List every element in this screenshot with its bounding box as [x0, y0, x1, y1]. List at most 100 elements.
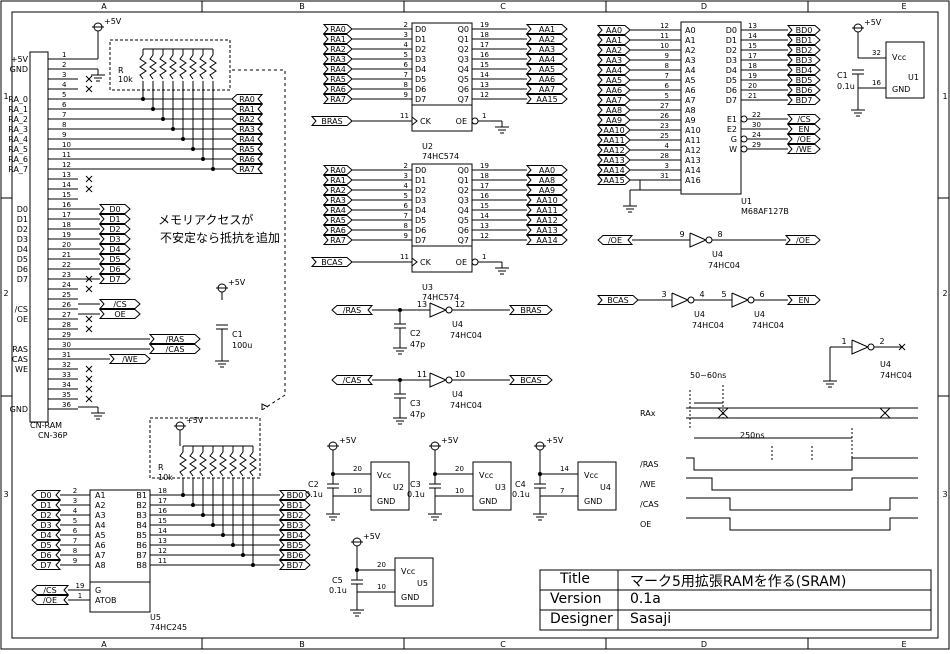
d-flag-text: D0	[109, 205, 120, 214]
designer-row: Designer Sasaji	[540, 610, 931, 630]
u3-q-label: Q1	[458, 176, 469, 185]
d-flag-text: D7	[109, 275, 120, 284]
ra-junction	[171, 127, 175, 131]
u3-out-flag	[525, 235, 568, 245]
d-flag	[98, 204, 131, 214]
u1-a-label: A5	[685, 76, 696, 85]
u3-in-flag-text: RA2	[330, 186, 346, 195]
inv-cas-cap-name: C3	[410, 399, 421, 408]
u1-in-flag	[596, 135, 631, 145]
inv-ras-part: 74HC04	[450, 331, 482, 340]
inv-oe-in	[597, 235, 634, 245]
u5-b-label: B2	[136, 501, 147, 510]
connector-pin-number: 29	[62, 331, 71, 339]
u2-in-pin: 7	[404, 71, 408, 79]
inv-oe-out-text: /OE	[796, 236, 810, 245]
connector-pin-number: 23	[62, 271, 71, 279]
u2-in-flag	[322, 64, 353, 74]
column-marker-bottom: D	[701, 640, 707, 649]
u5-a-flag-text: D6	[40, 551, 51, 560]
ra-flag-text: RA3	[239, 125, 255, 134]
connector-pin-number: 36	[62, 401, 71, 409]
u3-in-flag	[322, 175, 353, 185]
u2-out-flag	[525, 44, 568, 54]
cas-flag	[148, 344, 201, 354]
u3-out-flag-text: AA14	[536, 236, 557, 245]
no-connect	[85, 75, 93, 83]
ra-flag	[231, 104, 264, 114]
pwr-u4-name: U4	[600, 483, 611, 492]
d-flag	[98, 224, 131, 234]
u2-q-label: Q6	[458, 85, 469, 94]
pwr-u5-box	[394, 557, 434, 607]
u1-in-flag-text: AA10	[603, 126, 624, 135]
u5-a-pin: 2	[73, 487, 77, 495]
u5-a-flag	[31, 540, 62, 550]
u2-d-label: D7	[415, 95, 426, 104]
pwr-u2-name: U2	[393, 483, 404, 492]
u1-a-label: A3	[685, 56, 696, 65]
ra-junction	[151, 107, 155, 111]
u5-b-flag	[278, 500, 311, 510]
no-connect	[85, 385, 93, 393]
inv-ras-inv-pin-out: 12	[455, 300, 465, 309]
connector-pin-label: D1	[17, 215, 28, 224]
connector-pin-number: 32	[62, 361, 71, 369]
note-line-2: 不安定なら抵抗を追加	[160, 230, 280, 245]
connector-pin-label: D4	[17, 245, 28, 254]
u1-ctrl-flag-text: /WE	[796, 145, 812, 154]
u5-a-label: A6	[95, 541, 106, 550]
column-marker-top: A	[101, 2, 107, 11]
d-flag	[98, 264, 131, 274]
timing-signal-label: OE	[640, 520, 651, 529]
u3-d-label: D1	[415, 176, 426, 185]
u3-d-label: D5	[415, 216, 426, 225]
resistor-top-name: R	[118, 66, 124, 75]
u3-in-flag-text: RA6	[330, 226, 346, 235]
inv-ras-inv	[429, 302, 448, 318]
pwr-u2-box	[370, 461, 410, 511]
u2-in-flag	[322, 34, 353, 44]
u5-a-flag-text: D2	[40, 511, 51, 520]
inv-spare-name: U4	[880, 360, 891, 369]
u2-out-flag	[525, 54, 568, 64]
note-arrow-head	[261, 403, 269, 410]
inv-ras-in	[331, 305, 374, 315]
u1-out-flag	[786, 25, 821, 35]
resistor-bottom	[249, 451, 257, 477]
inv-bcas-in	[596, 295, 639, 305]
u5-ctrl-pin: 19	[76, 582, 85, 590]
timing-cas	[686, 497, 918, 511]
u1-out-flag-text: BD2	[796, 46, 813, 55]
connector-pin-label: RA_7	[8, 165, 28, 174]
inv-oe-in-text: /OE	[608, 236, 622, 245]
u2-in-flag	[322, 44, 353, 54]
u1-a-label: A16	[685, 176, 701, 185]
pwr-u3-gnd: GND	[479, 497, 497, 506]
u1-ctrl-pin: 24	[752, 131, 761, 139]
u5-a-pin: 6	[73, 527, 78, 535]
u5-b-flag	[278, 510, 311, 520]
resistor-bottom-name: R	[158, 463, 164, 472]
u2-out-flag	[525, 74, 568, 84]
u5-b-pin: 11	[158, 557, 167, 565]
u2-clk-edge	[411, 116, 418, 126]
u2-in-flag	[322, 74, 353, 84]
u5-a-label: A5	[95, 531, 106, 540]
connector-pin-label: RAS	[12, 345, 28, 354]
row-marker-right: 1	[942, 92, 947, 101]
u5-b-flag-text: BD3	[287, 521, 304, 530]
u3-q-label: Q5	[458, 216, 469, 225]
connector-pin-number: 33	[62, 371, 71, 379]
inv-cas-inv-bubble	[445, 376, 453, 384]
u2-in-flag-text: RA6	[330, 85, 346, 94]
u5-ctrl-flag	[31, 585, 70, 595]
oe-flag-text: OE	[114, 310, 125, 319]
u1-out-pin: 14	[748, 32, 757, 40]
u5-name: U5	[150, 613, 161, 622]
c1-value: 100u	[232, 341, 252, 350]
inv-bcas2-bubble	[747, 296, 755, 304]
u2-in-flag-text: RA2	[330, 45, 346, 54]
